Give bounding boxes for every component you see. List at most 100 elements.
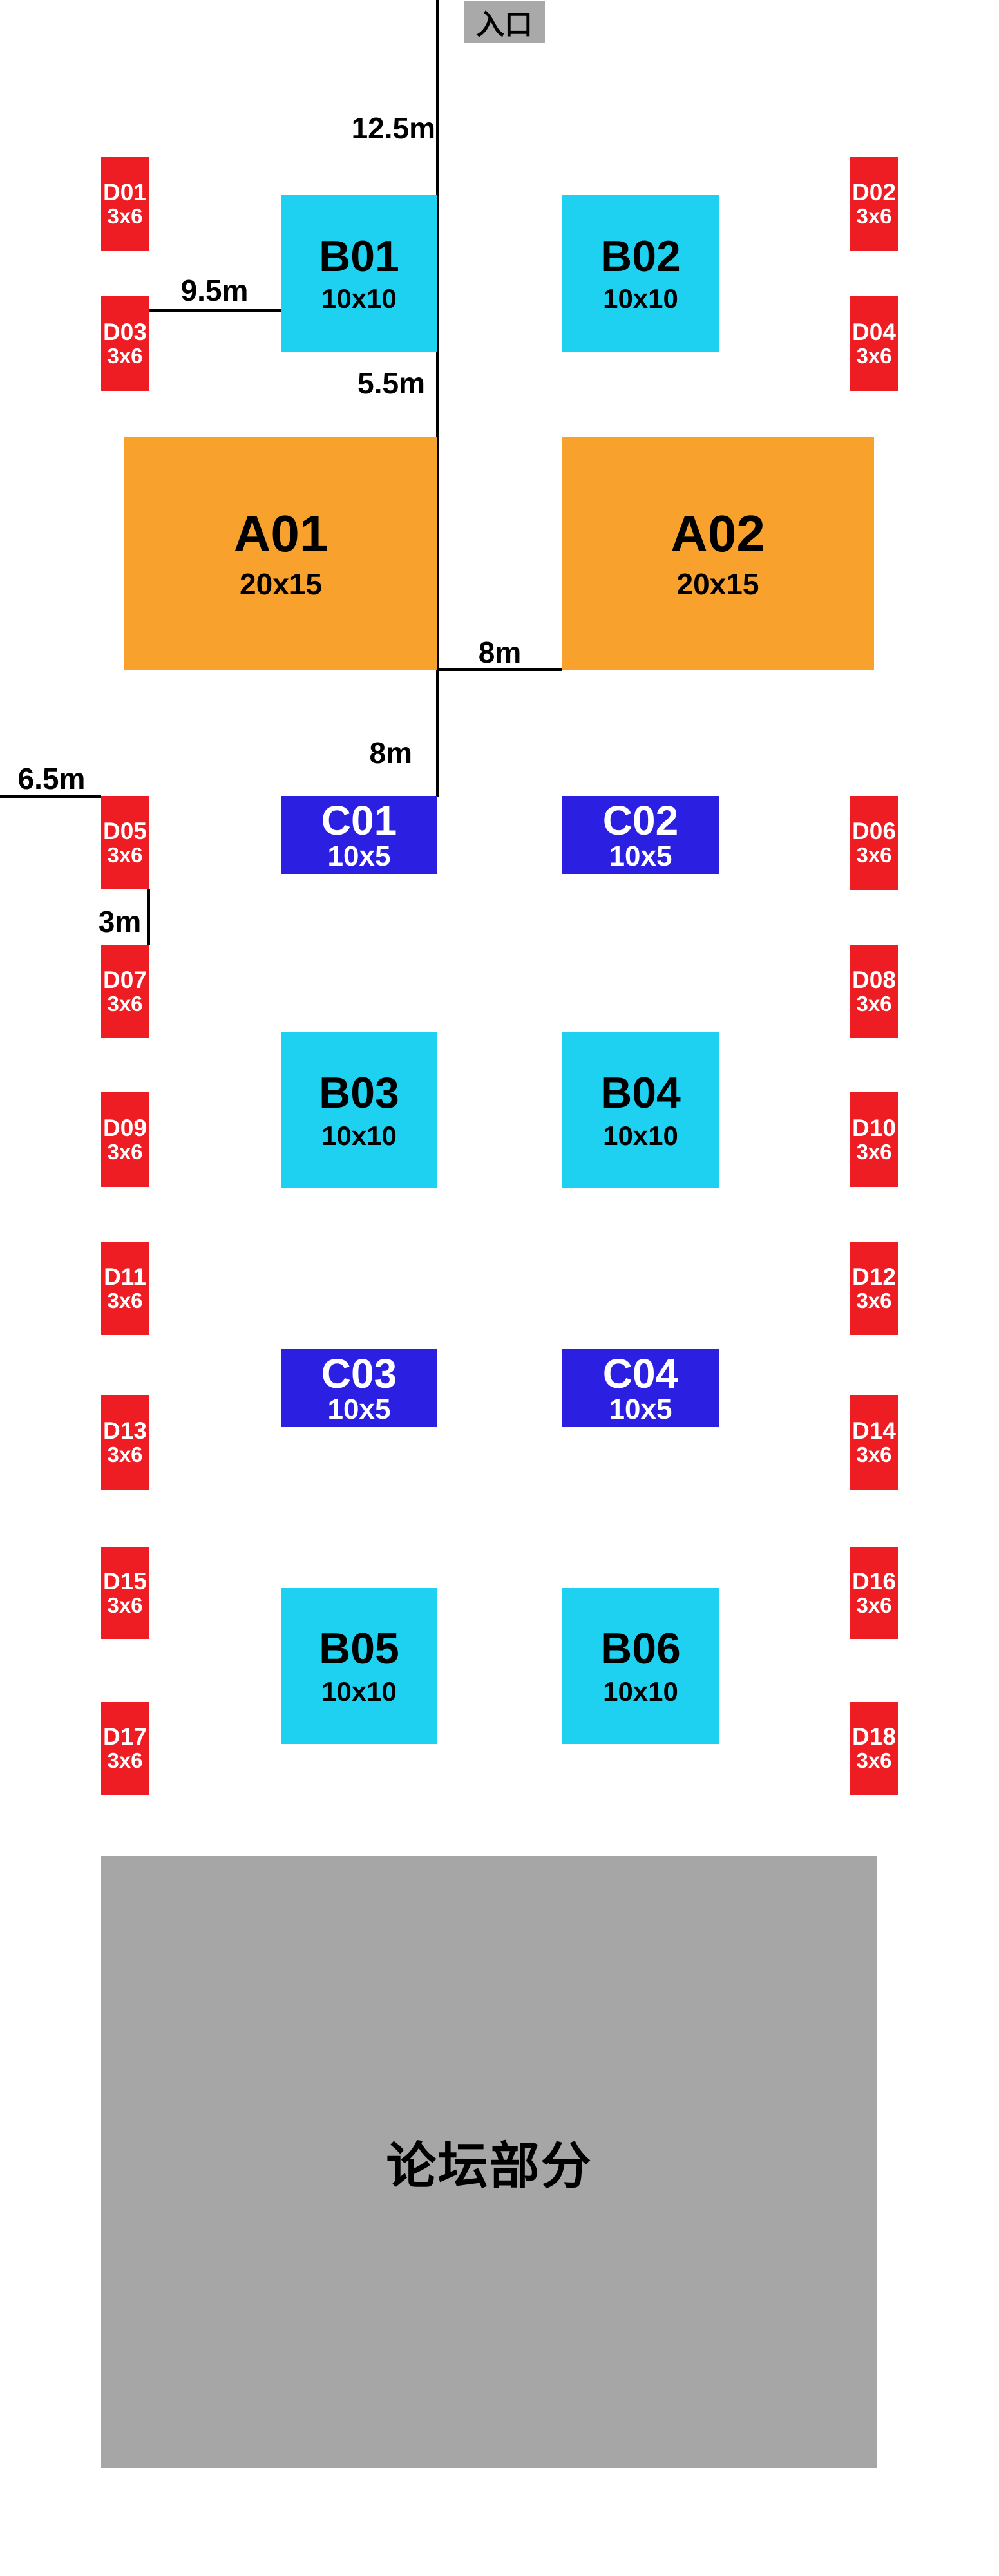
booth-id: A01 [233,505,328,563]
booth-id: D03 [103,318,147,345]
booth-size: 3x6 [856,843,892,867]
booth-id: B03 [319,1068,399,1118]
forum-area: 论坛部分 [101,1856,877,2468]
booth-id: D05 [103,817,147,844]
booth-size: 3x6 [107,1442,143,1466]
gap-line-3m [147,889,150,945]
booth-size: 3x6 [856,1139,892,1164]
booth-id: D13 [103,1417,147,1444]
booth-size: 3x6 [107,204,143,228]
booth-id: B02 [600,231,681,281]
gap-line-8m [437,668,562,671]
booth-size: 3x6 [856,1442,892,1466]
booth-size: 20x15 [676,567,759,601]
booth-D12: D12 3x6 [850,1242,898,1335]
booth-id: B04 [600,1068,681,1118]
booth-size: 10x10 [321,1120,397,1151]
booth-D04: D04 3x6 [850,296,898,391]
booth-id: C02 [602,797,679,844]
booth-size: 10x10 [321,283,397,314]
booth-D03: D03 3x6 [101,296,149,391]
booth-size: 10x10 [603,1120,678,1151]
booth-id: C03 [321,1350,397,1397]
booth-D01: D01 3x6 [101,157,149,251]
booth-B03: B03 10x10 [281,1032,437,1188]
booth-D14: D14 3x6 [850,1395,898,1490]
booth-id: D07 [103,966,147,993]
booth-D08: D08 3x6 [850,945,898,1038]
booth-id: B01 [319,231,399,281]
booth-id: B05 [319,1624,399,1674]
dim-label-a-row-gap: 8m [478,636,522,669]
booth-B04: B04 10x10 [562,1032,719,1188]
booth-B05: B05 10x10 [281,1588,437,1744]
booth-D02: D02 3x6 [850,157,898,251]
booth-D09: D09 3x6 [101,1092,149,1187]
booth-size: 3x6 [856,204,892,228]
booth-D05: D05 3x6 [101,796,149,889]
booth-id: B06 [600,1624,681,1674]
booth-size: 10x5 [327,840,391,872]
booth-size: 20x15 [240,567,322,601]
booth-C01: C01 10x5 [281,796,437,874]
dim-label-left-margin: 6.5m [17,762,86,795]
dim-label-d-to-b-gap: 9.5m [180,274,249,307]
booth-id: D17 [103,1723,147,1750]
booth-size: 3x6 [107,1139,143,1164]
booth-id: D08 [852,966,896,993]
entrance-label: 入口 [464,1,545,43]
booth-size: 10x5 [609,1393,672,1425]
booth-id: D09 [103,1114,147,1141]
booth-size: 3x6 [107,1748,143,1773]
booth-id: D15 [103,1567,147,1595]
booth-B02: B02 10x10 [562,195,719,352]
booth-size: 3x6 [856,343,892,368]
booth-D15: D15 3x6 [101,1547,149,1639]
booth-size: 3x6 [107,1593,143,1617]
booth-id: D04 [852,318,896,345]
dim-label-b-to-a-gap: 5.5m [357,366,425,400]
booth-size: 10x10 [603,283,678,314]
booth-C02: C02 10x5 [562,796,719,874]
booth-id: D18 [852,1723,896,1750]
booth-C03: C03 10x5 [281,1349,437,1427]
booth-D16: D16 3x6 [850,1547,898,1639]
booth-id: C04 [602,1350,679,1397]
booth-size: 10x10 [603,1676,678,1707]
booth-D06: D06 3x6 [850,796,898,890]
booth-size: 3x6 [107,842,143,867]
booth-A01: A01 20x15 [124,437,437,670]
booth-size: 3x6 [107,343,143,368]
booth-size: 3x6 [856,1593,892,1617]
booth-C04: C04 10x5 [562,1349,719,1427]
booth-D13: D13 3x6 [101,1395,149,1490]
booth-B06: B06 10x10 [562,1588,719,1744]
booth-id: D02 [852,178,896,205]
booth-id: A02 [671,505,765,563]
booth-size: 10x10 [321,1676,397,1707]
booth-D11: D11 3x6 [101,1242,149,1335]
booth-id: D11 [104,1263,146,1290]
booth-size: 3x6 [856,991,892,1016]
booth-id: D16 [852,1567,896,1595]
dim-label-entry-depth: 12.5m [351,111,435,145]
booth-size: 10x5 [609,840,672,872]
booth-size: 10x5 [327,1393,391,1425]
booth-A02: A02 20x15 [562,437,874,670]
booth-D07: D07 3x6 [101,945,149,1038]
booth-D18: D18 3x6 [850,1702,898,1795]
booth-size: 3x6 [107,991,143,1016]
booth-size: 3x6 [856,1288,892,1312]
booth-D10: D10 3x6 [850,1092,898,1187]
booth-id: D06 [852,818,896,845]
booth-size: 3x6 [856,1748,892,1773]
dim-label-a-to-c-gap: 8m [369,736,412,770]
booth-id: C01 [321,797,397,844]
booth-size: 3x6 [107,1288,143,1312]
margin-line-6-5m [0,795,101,798]
booth-id: D10 [852,1114,896,1141]
booth-id: D12 [852,1263,896,1290]
booth-id: D01 [103,178,147,205]
booth-id: D14 [852,1417,896,1444]
